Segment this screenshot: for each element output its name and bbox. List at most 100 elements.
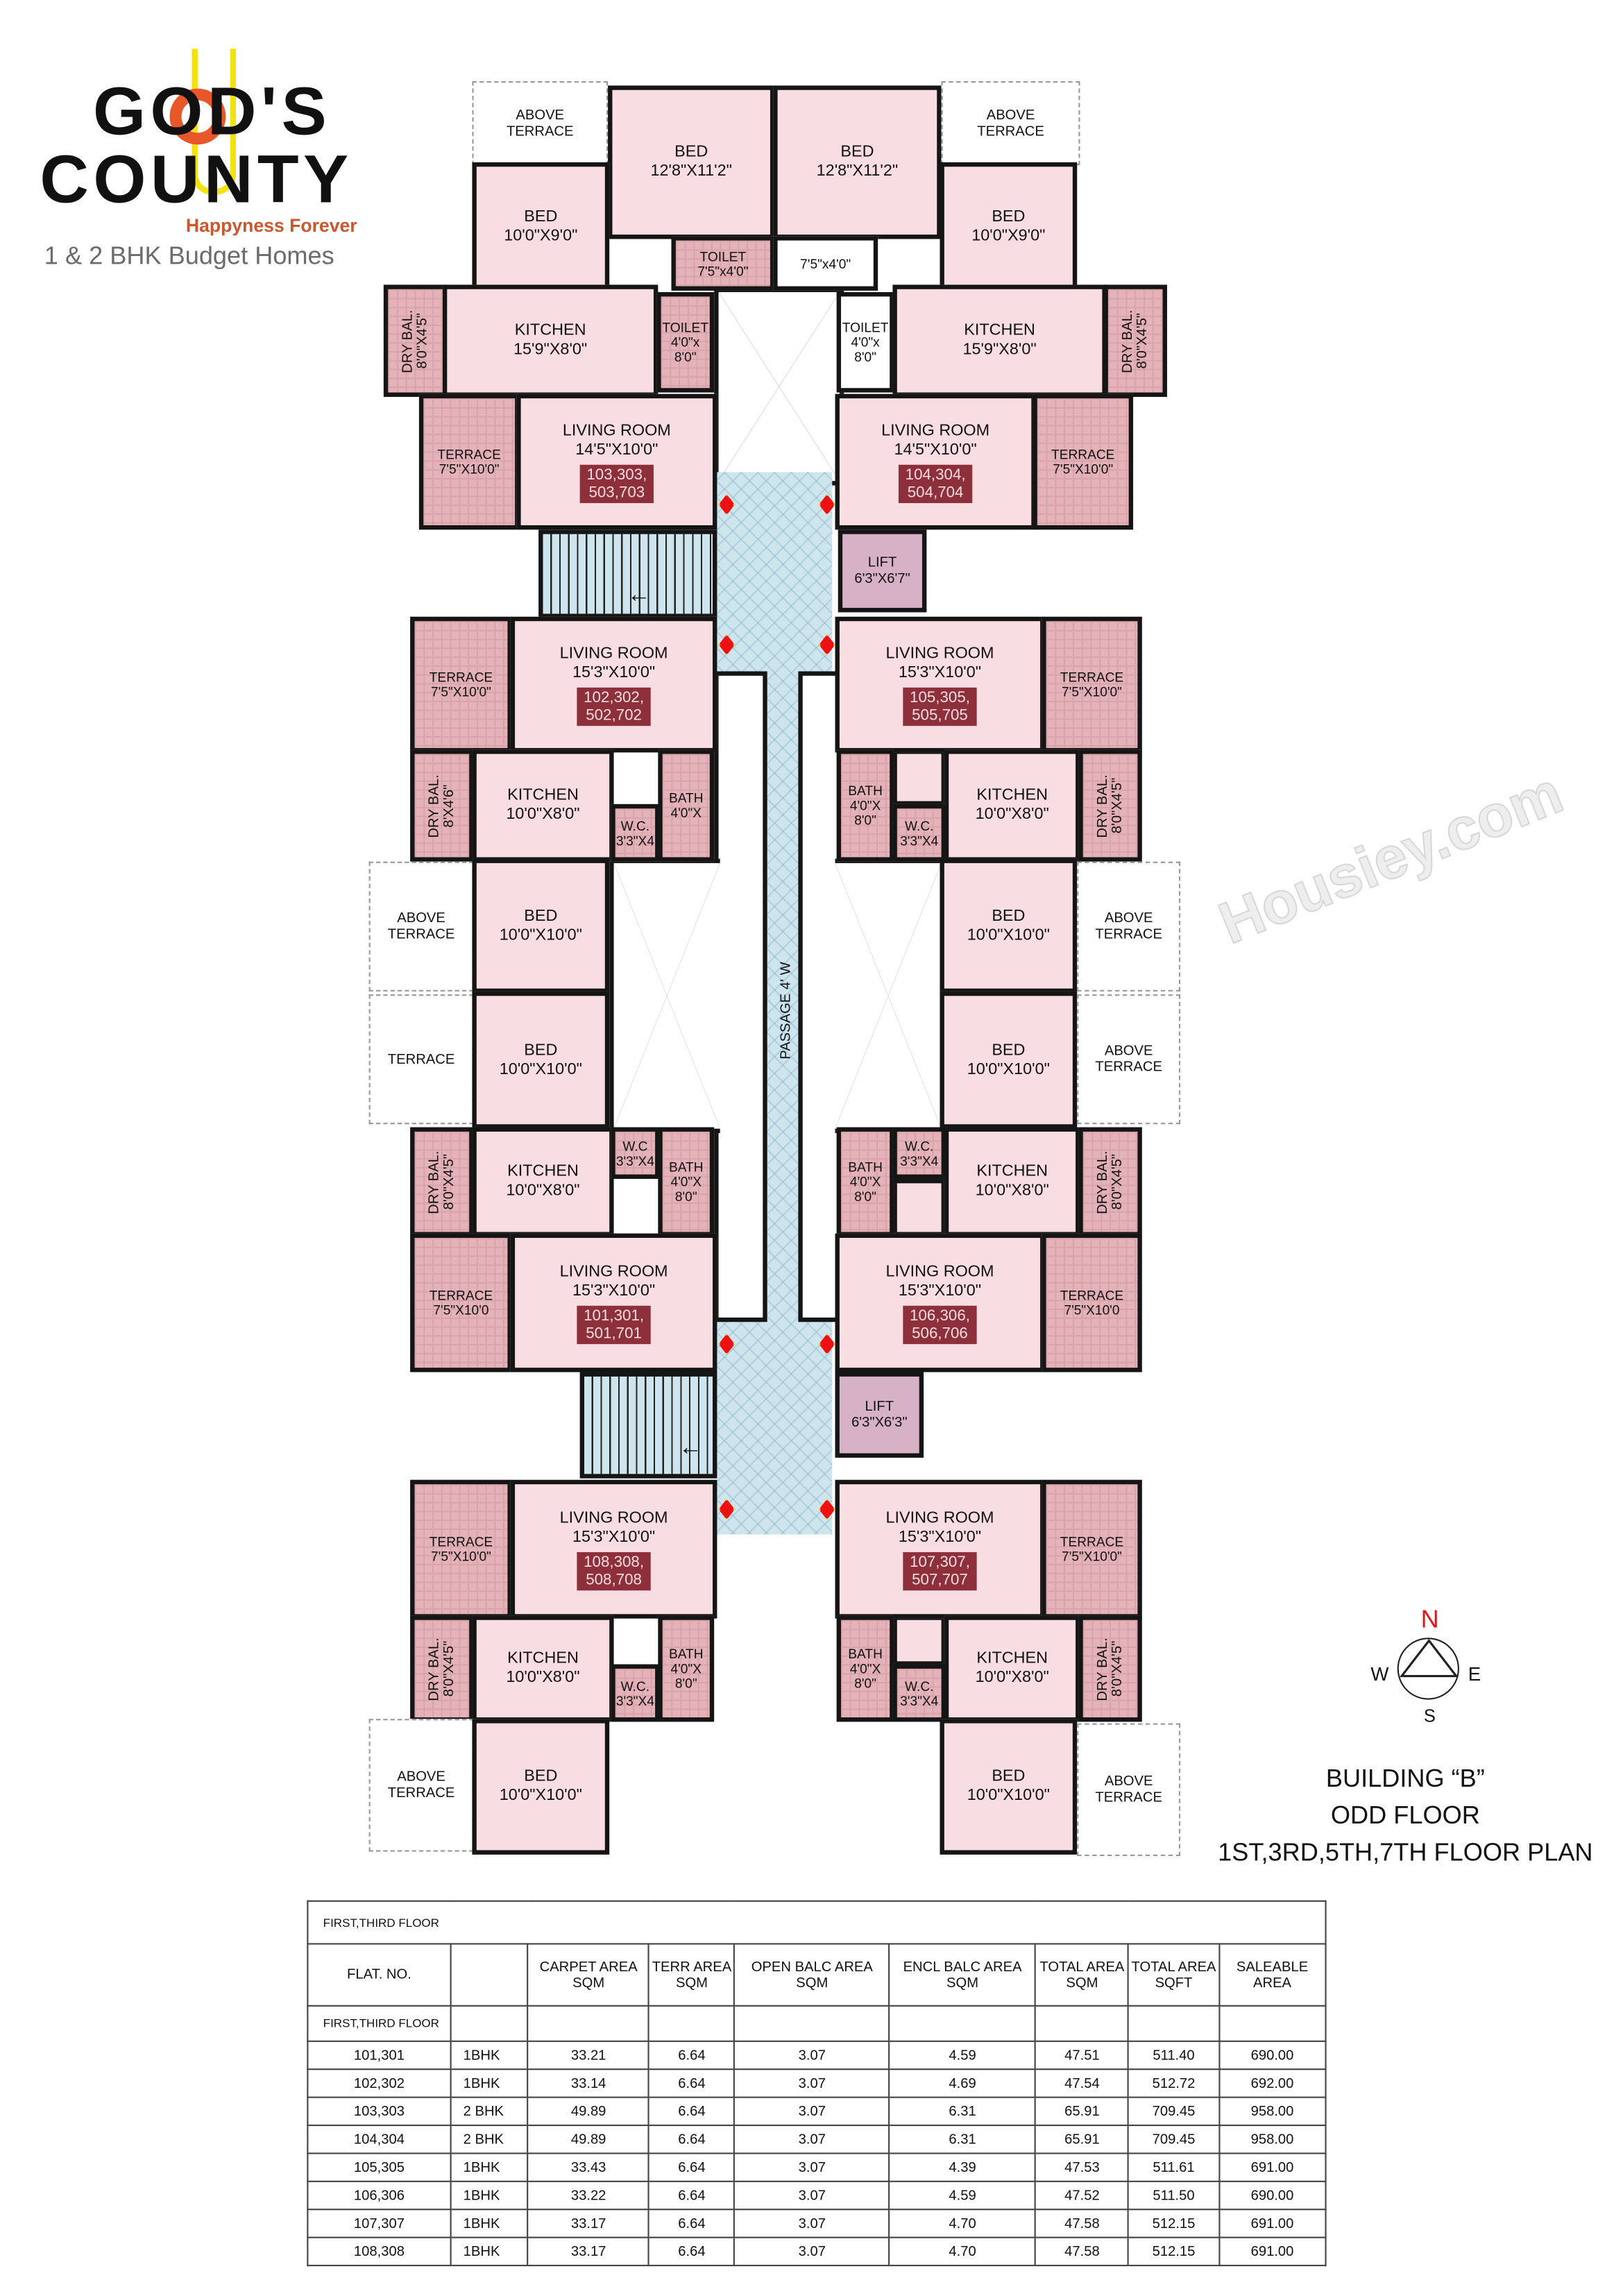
table-cell: 49.89 (527, 2096, 650, 2127)
room-dry-bal: DRY BAL.8'0"X4'5" (1103, 284, 1167, 397)
table-cell: 47.51 (1035, 2040, 1130, 2070)
compass-west-label: W (1370, 1663, 1389, 1685)
room-name: W.C (622, 1138, 648, 1153)
room-text: DRY BAL.8'X4'6" (425, 774, 457, 837)
table-cell: 2 BHK (450, 2096, 529, 2127)
room-name: TERRACE (387, 1051, 455, 1068)
room-name: BED (992, 207, 1026, 226)
room-name: LIVING ROOM (885, 1508, 994, 1527)
room-name: ABOVE (516, 107, 565, 124)
room-text: TERRACE (388, 1051, 455, 1067)
room-space: 7'5"x4'0" (773, 236, 878, 291)
table-cell: 2 BHK (450, 2124, 529, 2154)
room-w-c: W.C.3'3"X4 (892, 1664, 946, 1722)
plan-title: BUILDING “B” ODD FLOOR 1ST,3RD,5TH,7TH F… (1195, 1760, 1615, 1871)
table-cell: 512.15 (1128, 2209, 1220, 2238)
plan-title-building: BUILDING “B” (1325, 1764, 1485, 1793)
room-dimensions: 4'0"X (670, 1661, 702, 1676)
room-dry-bal: DRY BAL.8'X4'6" (410, 749, 474, 862)
room-name: KITCHEN (507, 1649, 579, 1667)
room-name: DRY BAL. (425, 1637, 442, 1701)
table-caption: FIRST,THIRD FLOOR (307, 1900, 1327, 1945)
room-name: KITCHEN (976, 786, 1048, 804)
column-header: ENCL BALC AREA SQM (888, 1943, 1037, 2007)
table-cell: 33.17 (527, 2236, 650, 2267)
room-name: KITCHEN (507, 786, 579, 804)
table-cell: 33.17 (527, 2209, 650, 2238)
room-text: DRY BAL.8'0"X4'5" (1094, 1150, 1125, 1214)
table-cell: 47.53 (1035, 2152, 1130, 2182)
room-dimensions: 7'5"X10'0" (431, 1549, 491, 1564)
room-dimensions: 4'0"X (849, 1174, 881, 1189)
room-dimensions: 8'0"X4'5" (440, 1640, 457, 1697)
table-cell: 4.59 (888, 2180, 1037, 2211)
entrance-door-marker (718, 494, 735, 516)
table-cell: 3.07 (733, 2180, 890, 2211)
entrance-door-marker (718, 634, 735, 656)
room-name: LIVING ROOM (559, 644, 668, 662)
room-name: W.C. (904, 1138, 934, 1153)
room-w-c: W.C.3'3"X4 (892, 1127, 946, 1179)
kitchen-passage-area (892, 1615, 946, 1666)
flat-numbers: 501,701 (586, 1324, 642, 1342)
room-dimensions: 8'0" (854, 1676, 876, 1691)
room-name: W.C. (904, 818, 934, 833)
table-cell: 958.00 (1218, 2124, 1327, 2154)
table-cell: 709.45 (1128, 2124, 1220, 2154)
flat-numbers: 504,704 (907, 483, 964, 501)
room-text: W.C.3'3"X4 (616, 1678, 654, 1708)
room-dimensions: 15'9"X8'0" (513, 341, 588, 359)
room-dimensions: 10'0"X10'0" (499, 1060, 582, 1078)
room-dimensions: 15'3"X10'0" (898, 663, 982, 681)
column-header (450, 1943, 529, 2007)
flat-numbers: 108,308, (584, 1552, 645, 1571)
room-name: LIVING ROOM (881, 421, 990, 439)
room-name: LIFT (865, 1398, 894, 1415)
table-cell: 6.64 (648, 2040, 736, 2070)
room-dimensions: 10'0"X8'0" (975, 805, 1049, 824)
room-name: KITCHEN (514, 321, 586, 340)
flat-number-badge: 107,307,507,707 (902, 1551, 978, 1590)
logo-line2: COUNTY (40, 140, 353, 217)
room-dimensions: 14'5"X10'0" (575, 440, 658, 459)
room-dimensions: 4'0"X (670, 805, 702, 821)
room-name: W.C. (904, 1678, 934, 1693)
kitchen-passage-area (892, 749, 946, 806)
room-name: LIVING ROOM (885, 1262, 994, 1280)
room-dimensions: TERRACE (387, 926, 455, 943)
